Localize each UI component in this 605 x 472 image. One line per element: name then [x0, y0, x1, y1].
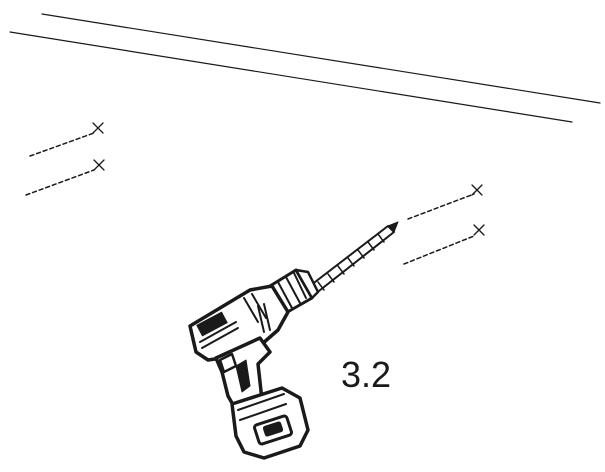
step-number: 3.2: [341, 354, 391, 395]
cordless-drill-icon: [188, 221, 399, 460]
guide-dashed-line: [25, 169, 95, 196]
cross-mark-icon: [471, 184, 483, 196]
drill-battery: [230, 386, 310, 460]
guide-dashed-line: [29, 132, 95, 157]
cross-mark-icon: [473, 224, 485, 236]
cross-mark-icon: [92, 122, 104, 134]
ceiling-edge: [9, 13, 601, 123]
ceiling-edge-line-upper: [41, 13, 601, 104]
right-drill-guides: [403, 184, 485, 265]
guide-dashed-line: [407, 193, 475, 220]
ceiling-edge-line-lower: [9, 31, 573, 123]
guide-dashed-line: [403, 235, 475, 265]
left-drill-guides: [25, 122, 105, 196]
cross-mark-icon: [93, 159, 105, 171]
